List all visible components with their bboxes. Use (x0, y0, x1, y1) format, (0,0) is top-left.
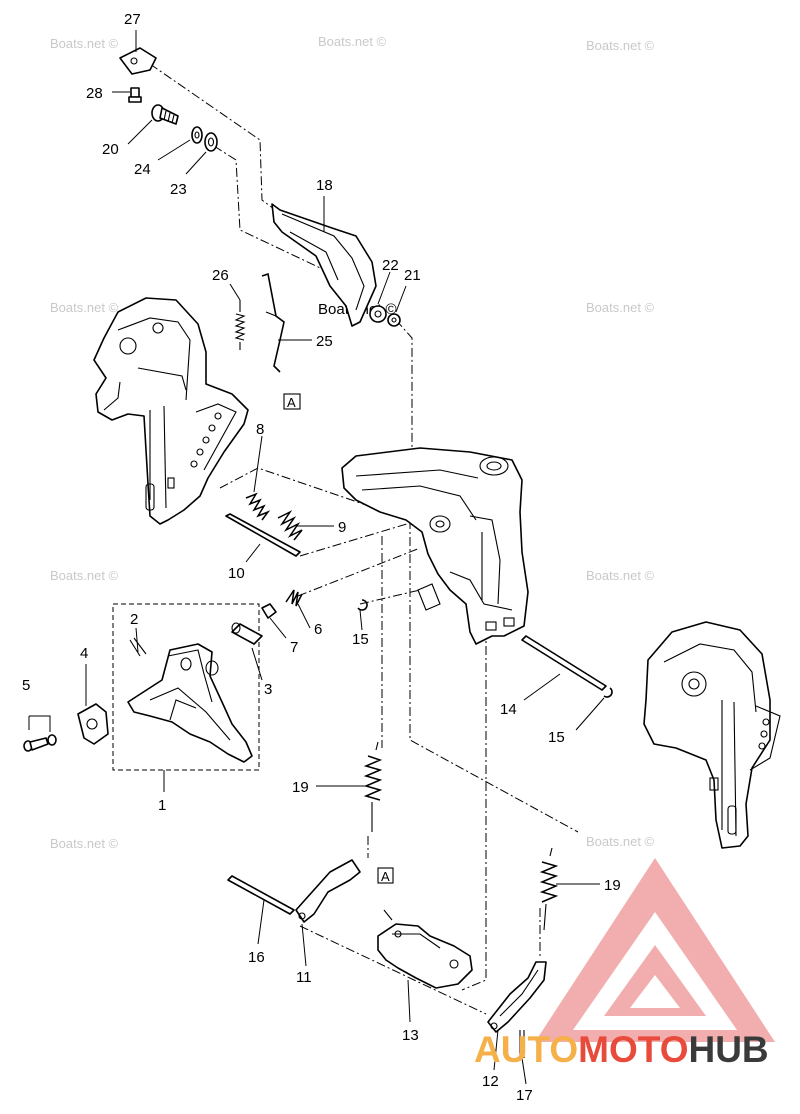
callout-22: 22 (382, 257, 399, 274)
callout-2: 2 (130, 611, 138, 628)
part-21-washer (387, 313, 401, 327)
callout-7: 7 (290, 639, 298, 656)
part-17-pin (519, 1030, 525, 1058)
assembly-1-boundary (112, 603, 260, 771)
part-12-lever (487, 961, 547, 1033)
part-16-rod (227, 875, 295, 915)
part-9-spring (277, 510, 303, 541)
callout-23: 23 (170, 181, 187, 198)
right-clamp-bracket (643, 621, 781, 849)
watermark: Boats.net © (586, 834, 655, 849)
callout-8: 8 (256, 421, 264, 438)
part-3-pin (231, 622, 263, 645)
part-25-wire-link (261, 272, 285, 373)
callout-19: 19 (292, 779, 309, 796)
reference-tag-label: A (381, 869, 390, 884)
part-8-spring (245, 492, 271, 521)
part-28-bolt (128, 87, 142, 103)
automotohub-logo: AUTOMOTOHUB (474, 1029, 769, 1070)
callout-19: 19 (604, 877, 621, 894)
callout-25: 25 (316, 333, 333, 350)
part-5-bolt (23, 734, 57, 752)
part-4-plate (77, 703, 109, 745)
logo-text: AUTOMOTOHUB (474, 1029, 769, 1070)
callout-6: 6 (314, 621, 322, 638)
callout-labels: 27 28 20 24 23 18 22 21 26 25 8 9 10 6 7… (22, 11, 621, 1104)
watermark: Boats.net © (586, 38, 655, 53)
callout-15: 15 (352, 631, 369, 648)
center-swivel-bracket (341, 447, 529, 645)
callout-27: 27 (124, 11, 141, 28)
assembly-guide-lines (112, 63, 579, 1015)
callout-5: 5 (22, 677, 30, 694)
part-18-lever-plate (271, 203, 377, 327)
watermark: Boats.net © (50, 568, 119, 583)
part-23-washer (204, 132, 218, 152)
watermark: Boats.net © (50, 36, 119, 51)
watermark: Boats.net © (50, 836, 119, 851)
part-6-spring (285, 589, 303, 607)
part-22-collar (369, 305, 387, 323)
watermark: Boats.net © (318, 34, 387, 49)
leader-lines (85, 30, 605, 1085)
part-7-clip (261, 603, 277, 619)
callout-11: 11 (296, 969, 312, 986)
part-19-spring (539, 847, 559, 931)
part-20-bolt (151, 104, 179, 125)
callout-13: 13 (402, 1027, 419, 1044)
watermark: Boats.net © (586, 568, 655, 583)
part-10-rod (225, 513, 301, 557)
callout-24: 24 (134, 161, 151, 178)
left-clamp-bracket (93, 297, 249, 525)
callout-18: 18 (316, 177, 333, 194)
callout-15: 15 (548, 729, 565, 746)
part-11-lever (295, 859, 361, 923)
part-15-snap-ring (357, 599, 368, 611)
part-15-snap-ring (603, 687, 613, 698)
callout-3: 3 (264, 681, 272, 698)
part-19-spring (363, 741, 383, 832)
part-1-tilt-lever-assembly (127, 637, 253, 763)
part-14-rod (521, 635, 607, 691)
callout-20: 20 (102, 141, 119, 158)
part-24-washer (191, 126, 203, 144)
callout-17: 17 (516, 1087, 533, 1104)
part-5-bracket-line (28, 715, 51, 732)
callout-10: 10 (228, 565, 245, 582)
callout-4: 4 (80, 645, 88, 662)
callout-26: 26 (212, 267, 229, 284)
callout-16: 16 (248, 949, 265, 966)
watermark: Boats.net © (50, 300, 119, 315)
callout-21: 21 (404, 267, 421, 284)
reference-tag-box (377, 867, 394, 884)
logo-text-hub: HUB (688, 1029, 768, 1070)
reference-tag-box (283, 393, 301, 410)
logo-text-auto: AUTO (474, 1029, 578, 1070)
reference-tag-label: A (287, 395, 296, 410)
automotohub-logo-mark (535, 858, 775, 1042)
part-27-clip (119, 47, 157, 75)
logo-text-moto: MOTO (578, 1029, 688, 1070)
callout-12: 12 (482, 1073, 499, 1090)
callout-1: 1 (158, 797, 166, 814)
part-26-spring (234, 300, 246, 350)
callout-14: 14 (500, 701, 517, 718)
watermark: Boats.net © (586, 300, 655, 315)
callout-9: 9 (338, 519, 346, 536)
part-13-link-plate (377, 909, 473, 989)
callout-28: 28 (86, 85, 103, 102)
